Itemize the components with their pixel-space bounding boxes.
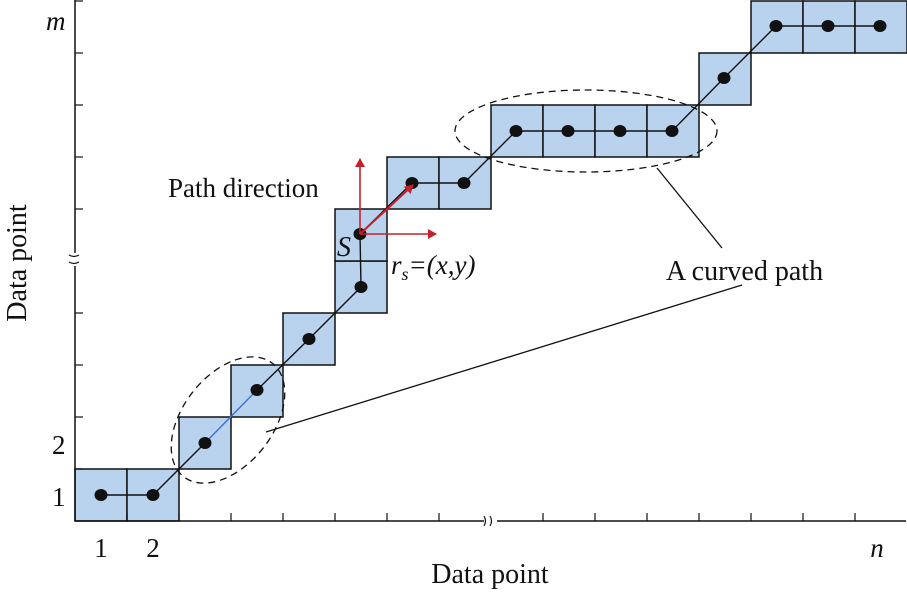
diagonal-arrow bbox=[359, 184, 414, 235]
y-tick-2: 2 bbox=[52, 430, 66, 460]
path-segment bbox=[671, 77, 725, 132]
path-segment bbox=[359, 233, 362, 288]
path-point bbox=[302, 333, 316, 345]
path-point bbox=[354, 281, 368, 293]
x-tick-n: n bbox=[870, 533, 884, 563]
x-tick-2: 2 bbox=[146, 533, 160, 563]
position-vector-label: rs=(x,y) bbox=[391, 250, 475, 284]
curved-path-label: A curved path bbox=[666, 256, 823, 287]
start-point-label: S bbox=[337, 232, 351, 263]
axis-break-icon bbox=[68, 254, 493, 527]
leader-line-lower bbox=[265, 284, 743, 433]
y-axis-title: Data point bbox=[2, 204, 33, 322]
x-axis-title: Data point bbox=[431, 559, 549, 590]
path-points bbox=[94, 20, 887, 501]
curved-path-ellipse-small bbox=[170, 356, 286, 484]
path-point bbox=[457, 177, 471, 189]
y-tick-m: m bbox=[46, 6, 66, 36]
path-point bbox=[561, 125, 575, 137]
path-segment bbox=[152, 442, 206, 496]
y-tick-1: 1 bbox=[52, 482, 66, 512]
warping-path-line bbox=[101, 25, 880, 496]
path-point bbox=[198, 437, 212, 449]
x-tick-1: 1 bbox=[94, 533, 108, 563]
path-point bbox=[509, 125, 523, 137]
path-cell bbox=[698, 52, 752, 106]
path-direction-label: Path direction bbox=[168, 173, 319, 203]
curved-path-ellipse-large bbox=[454, 89, 718, 173]
path-point bbox=[873, 20, 887, 32]
path-segment bbox=[256, 338, 310, 391]
path-segment bbox=[204, 389, 258, 444]
path-segment bbox=[723, 25, 777, 79]
leader-line-upper bbox=[656, 167, 723, 249]
path-point bbox=[250, 384, 264, 396]
path-segment bbox=[308, 286, 362, 340]
path-point bbox=[665, 125, 679, 137]
path-point bbox=[613, 125, 627, 137]
path-point bbox=[717, 72, 731, 84]
path-point bbox=[94, 489, 108, 501]
path-point bbox=[146, 489, 160, 501]
path-segment bbox=[463, 130, 517, 184]
path-point bbox=[821, 20, 835, 32]
axis-ticks bbox=[75, 0, 856, 521]
path-point bbox=[769, 20, 783, 32]
